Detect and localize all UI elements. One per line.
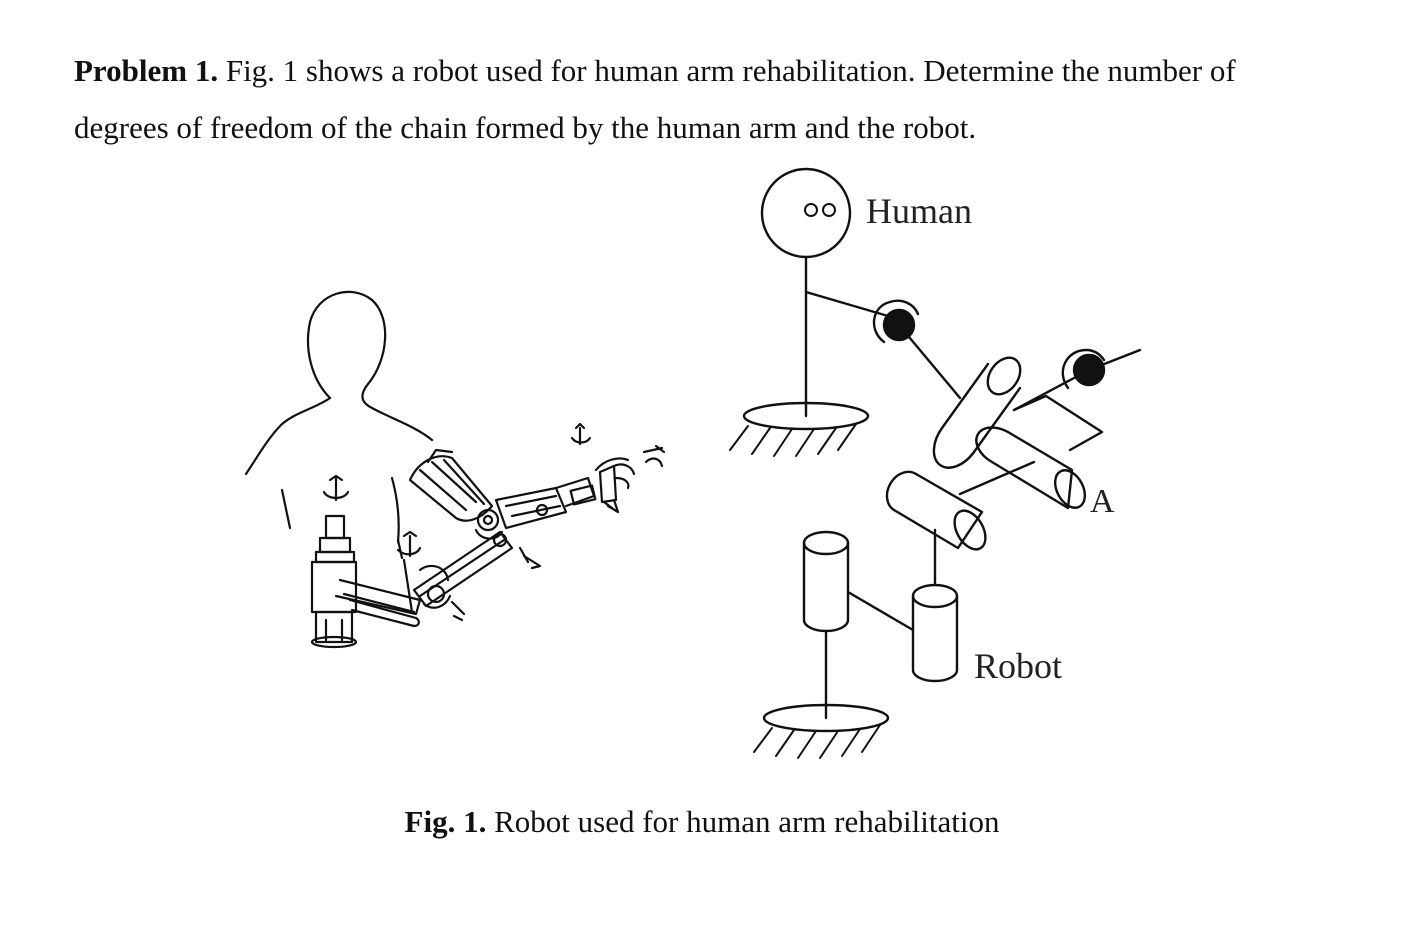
robot-ground-plate	[762, 703, 890, 733]
problem-statement: Problem 1. Fig. 1 shows a robot used for…	[74, 42, 1334, 156]
joint-cylinder-3	[885, 470, 987, 551]
human-ground-plate	[742, 401, 870, 431]
human-eye-right	[822, 203, 836, 217]
wrist-joint-socket	[1061, 348, 1106, 390]
label-human: Human	[866, 191, 972, 231]
joint-cylinder-a	[975, 426, 1087, 510]
shoulder-joint-socket	[872, 299, 920, 344]
label-robot: Robot	[974, 646, 1062, 686]
kinematic-schematic	[729, 167, 1142, 759]
joint-cylinder-5	[802, 530, 850, 633]
joint-cylinder-1	[932, 356, 1022, 469]
human-eye-left	[804, 203, 818, 217]
problem-label: Problem 1.	[74, 53, 219, 88]
problem-text: Fig. 1 shows a robot used for human arm …	[74, 53, 1236, 145]
caption-text: Robot used for human arm rehabilitation	[486, 804, 1000, 839]
figure-caption: Fig. 1. Robot used for human arm rehabil…	[0, 800, 1404, 844]
human-arm-robot-sketch	[244, 290, 666, 649]
joint-cylinder-4	[911, 583, 959, 683]
caption-label: Fig. 1.	[404, 804, 487, 839]
label-a: A	[1090, 483, 1115, 520]
